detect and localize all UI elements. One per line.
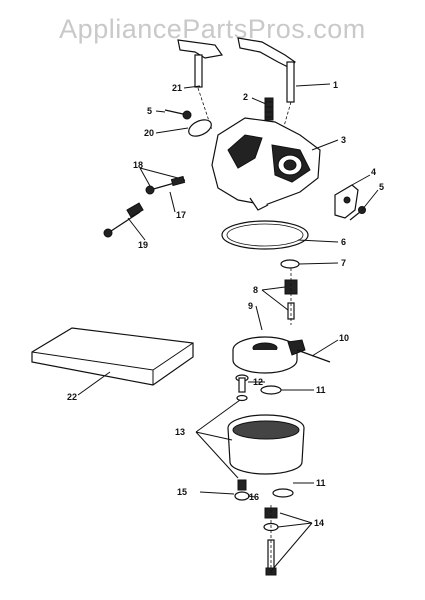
callout-6: 6 xyxy=(341,237,346,247)
callout-5-top: 5 xyxy=(147,106,152,116)
callout-20: 20 xyxy=(144,128,154,138)
washer-part-7 xyxy=(280,259,300,269)
bolt-part-12 xyxy=(235,374,249,402)
throttle-shaft-assembly xyxy=(177,37,296,141)
callout-21: 21 xyxy=(172,83,182,93)
watermark-text: AppliancePartsPros.com xyxy=(59,14,366,44)
callout-18: 18 xyxy=(133,160,143,170)
callout-2: 2 xyxy=(243,92,248,102)
bracket-part-4 xyxy=(334,184,359,219)
float-part-9 xyxy=(232,336,306,374)
spring-part-2 xyxy=(264,97,274,121)
washer-part-11-lower xyxy=(272,488,294,498)
float-bowl xyxy=(227,414,305,475)
callout-8: 8 xyxy=(253,285,258,295)
callout-5-right: 5 xyxy=(379,182,384,192)
callout-14: 14 xyxy=(314,518,324,528)
callout-16: 16 xyxy=(249,492,259,502)
callout-13: 13 xyxy=(175,427,185,437)
float-pin-part-10 xyxy=(296,349,331,363)
bowl-screw-part-14 xyxy=(263,505,279,576)
callout-17: 17 xyxy=(176,210,186,220)
callout-3: 3 xyxy=(341,135,346,145)
leader-lines xyxy=(77,83,379,571)
filter-pad-part-22 xyxy=(31,327,194,386)
callout-15: 15 xyxy=(177,487,187,497)
callout-1: 1 xyxy=(333,80,338,90)
callout-9: 9 xyxy=(248,301,253,311)
screw-part-19 xyxy=(103,202,144,238)
callout-11-lower: 11 xyxy=(316,478,326,488)
gasket-part-6 xyxy=(221,220,309,250)
callout-7: 7 xyxy=(341,258,346,268)
callout-22: 22 xyxy=(67,392,77,402)
carburetor-body-part-3 xyxy=(211,117,321,211)
callout-labels: 1 2 3 4 5 5 6 7 8 9 10 11 11 12 13 14 15… xyxy=(67,80,384,528)
leader-18 xyxy=(139,167,179,187)
washer-part-11-upper xyxy=(260,385,282,395)
idle-screw-part-17 xyxy=(145,175,186,195)
callout-4: 4 xyxy=(371,167,376,177)
callout-11-upper: 11 xyxy=(316,385,326,395)
throttle-plate-part-20 xyxy=(188,119,212,137)
callout-12: 12 xyxy=(253,377,263,387)
callout-10: 10 xyxy=(339,333,349,343)
callout-19: 19 xyxy=(138,240,148,250)
inlet-needle-part-8 xyxy=(284,268,298,325)
nut-part-16 xyxy=(234,479,250,501)
screw-part-5-top xyxy=(164,109,192,120)
